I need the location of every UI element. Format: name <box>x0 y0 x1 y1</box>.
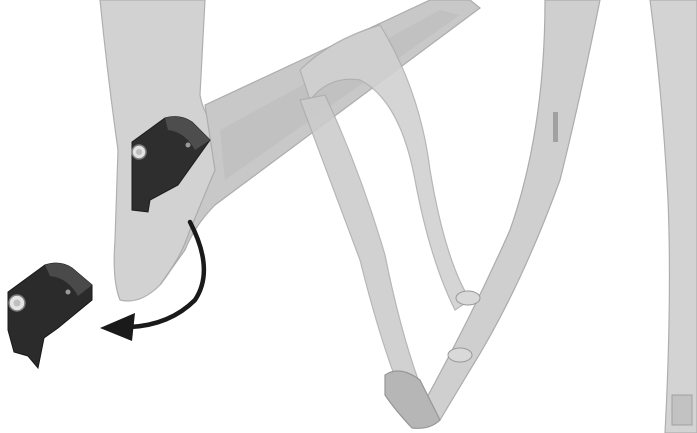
removed-insert-hole <box>66 290 71 295</box>
far-right-detail <box>672 395 692 425</box>
frame-slot <box>553 112 558 142</box>
frame-bolt-upper <box>456 291 480 305</box>
bolt-head-inner <box>136 149 142 155</box>
removed-bolt-inner <box>14 300 21 307</box>
frame-bolt-lower <box>448 348 472 362</box>
insert-hole <box>186 143 191 148</box>
